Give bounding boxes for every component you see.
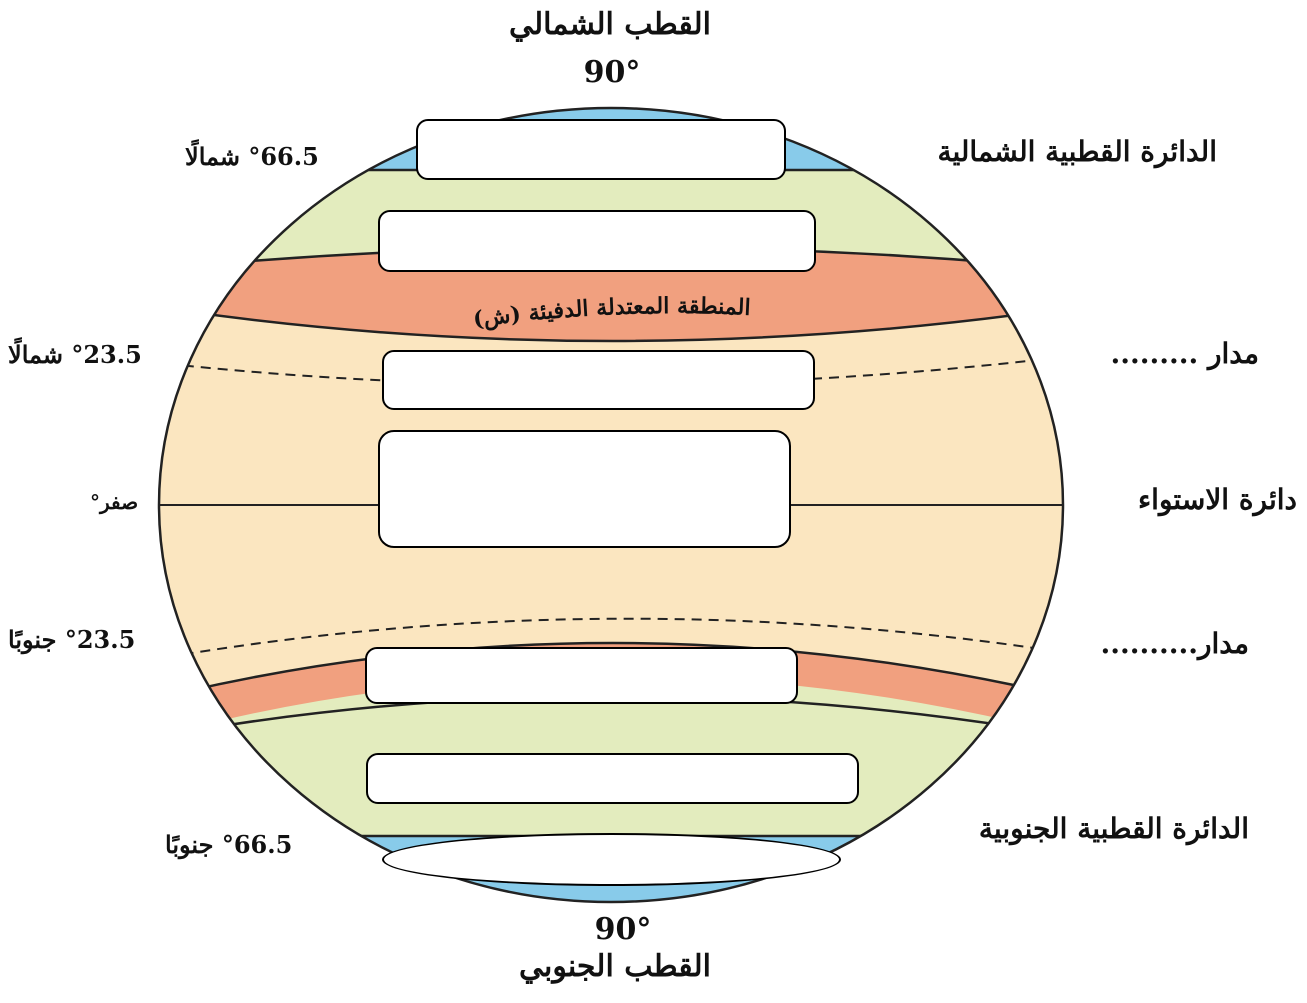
answer-box-north-polar[interactable] bbox=[416, 119, 786, 180]
label-equator-name: دائرة الاستواء bbox=[1138, 483, 1297, 516]
label-tropic-south-name: مدار.......... bbox=[1100, 627, 1249, 660]
label-antarctic-circle-name: الدائرة القطبية الجنوبية bbox=[978, 812, 1249, 845]
answer-box-tropical-zone[interactable] bbox=[378, 430, 791, 548]
globe-outline bbox=[157, 106, 1065, 904]
south-pole-label: القطب الجنوبي bbox=[519, 949, 711, 984]
label-antarctic-circle-degree: °66.5 جنوبًا bbox=[165, 830, 293, 859]
south-pole-degree: 90° bbox=[594, 912, 652, 947]
label-arctic-circle-name: الدائرة القطبية الشمالية bbox=[937, 135, 1217, 168]
tropic-of-capricorn-line bbox=[159, 617, 1063, 661]
label-arctic-circle-degree: °66.5 شمالًا bbox=[185, 142, 319, 171]
south-warm-upper-line bbox=[159, 641, 1063, 702]
answer-box-tropic-north[interactable] bbox=[382, 350, 815, 410]
north-warm-lower-line bbox=[159, 304, 1063, 343]
label-tropic-south-degree: °23.5 جنوبًا bbox=[8, 625, 136, 654]
north-pole-degree: 90° bbox=[583, 55, 641, 90]
label-tropic-north-name: مدار ......... bbox=[1110, 337, 1259, 370]
label-equator-degree: صفر° bbox=[90, 490, 139, 514]
label-tropic-north-degree: °23.5 شمالًا bbox=[8, 340, 142, 369]
answer-oval-south-polar[interactable] bbox=[382, 833, 841, 886]
north-pole-label: القطب الشمالي bbox=[508, 7, 712, 42]
answer-box-north-cold-temperate[interactable] bbox=[378, 210, 816, 272]
answer-box-south-warm-temperate[interactable] bbox=[365, 647, 798, 704]
tropical-zone-south bbox=[159, 540, 1063, 700]
answer-box-south-cold-temperate[interactable] bbox=[366, 753, 859, 804]
